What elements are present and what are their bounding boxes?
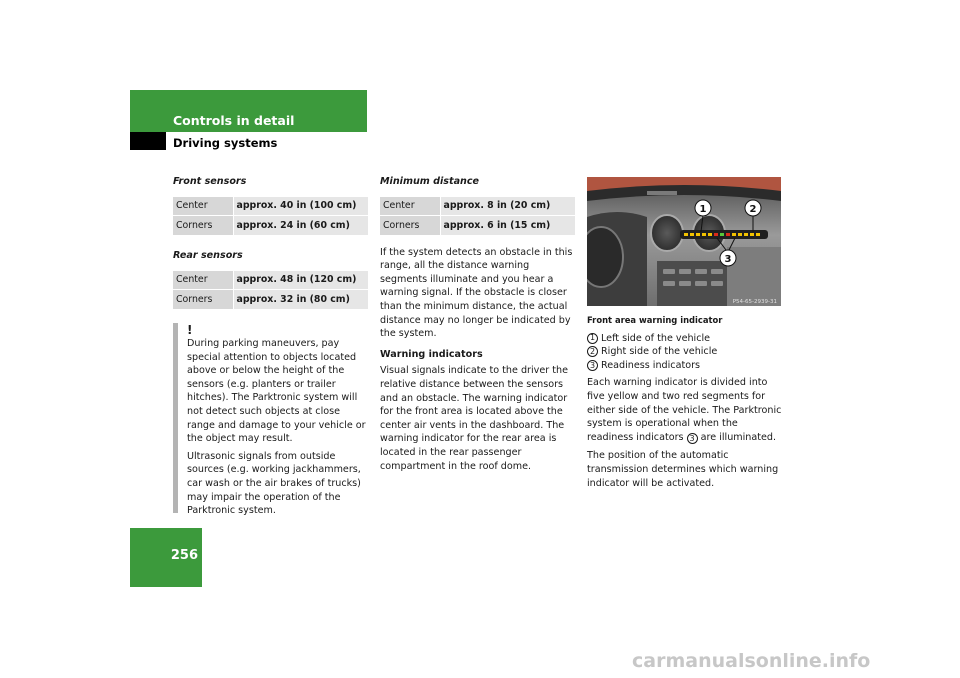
page-number: 256 xyxy=(170,548,198,563)
minimum-distance-body: If the system detects an obstacle in thi… xyxy=(380,246,573,340)
table-cell-value: approx. 40 in (100 cm) xyxy=(233,196,368,216)
table-cell-label: Center xyxy=(173,270,234,290)
subsection-title: Driving systems xyxy=(173,136,278,150)
legend-text: Readiness indicators xyxy=(601,359,701,371)
table-row: Center approx. 8 in (20 cm) xyxy=(380,196,575,216)
text-run: Each warning indicator is divided into f… xyxy=(587,377,782,443)
note-paragraph: During parking maneuvers, pay special at… xyxy=(187,338,366,445)
table-cell-value: approx. 8 in (20 cm) xyxy=(440,196,575,216)
svg-text:3: 3 xyxy=(725,254,732,265)
number-badge: 2 xyxy=(587,346,598,358)
table-cell-value: approx. 6 in (15 cm) xyxy=(440,215,575,235)
rear-sensors-heading: Rear sensors xyxy=(173,250,243,261)
front-sensors-table: Center approx. 40 in (100 cm) Corners ap… xyxy=(173,196,368,235)
photo-code: P54-65-2939-31 xyxy=(733,299,777,305)
table-cell-label: Corners xyxy=(173,289,234,309)
front-sensors-block: Front sensors Center approx. 40 in (100 … xyxy=(173,175,368,235)
warning-indicators-body: Visual signals indicate to the driver th… xyxy=(380,365,568,472)
table-row: Center approx. 40 in (100 cm) xyxy=(173,196,368,216)
warning-icon: ! xyxy=(187,323,193,337)
minimum-distance-table: Center approx. 8 in (20 cm) Corners appr… xyxy=(380,196,575,235)
number-badge: 1 xyxy=(587,332,598,344)
note-paragraph: Ultrasonic signals from outside sources … xyxy=(187,450,361,517)
rear-sensors-block: Rear sensors Center approx. 48 in (120 c… xyxy=(173,249,368,309)
table-row: Center approx. 48 in (120 cm) xyxy=(173,270,368,290)
legend-text: Right side of the vehicle xyxy=(601,346,718,358)
page-number-box: 256 xyxy=(130,528,202,587)
callout-3: 3 xyxy=(719,249,737,267)
section-header-bar: Controls in detail xyxy=(130,90,367,132)
svg-text:2: 2 xyxy=(750,204,757,215)
table-cell-label: Corners xyxy=(380,215,441,235)
figure-caption: Front area warning indicator xyxy=(587,315,723,325)
text-run: are illuminated. xyxy=(700,431,777,443)
minimum-distance-block: Minimum distance Center approx. 8 in (20… xyxy=(380,175,575,473)
indicator-description: Each warning indicator is divided into f… xyxy=(587,376,787,445)
table-row: Corners approx. 24 in (60 cm) xyxy=(173,215,368,235)
watermark: carmanualsonline.info xyxy=(632,650,871,672)
number-badge: 3 xyxy=(587,360,598,372)
callout-2: 2 xyxy=(744,199,762,217)
warning-note: ! During parking maneuvers, pay special … xyxy=(173,323,368,516)
svg-text:1: 1 xyxy=(700,204,707,215)
table-cell-value: approx. 24 in (60 cm) xyxy=(233,215,368,235)
front-sensors-heading: Front sensors xyxy=(173,176,247,187)
dashboard-photo: 1 2 3 P54-65-2939-31 xyxy=(587,177,781,306)
table-row: Corners approx. 32 in (80 cm) xyxy=(173,289,368,309)
transmission-note: The position of the automatic transmissi… xyxy=(587,450,779,489)
list-item: 3 Readiness indicators xyxy=(587,359,787,373)
warning-indicators-heading: Warning indicators xyxy=(380,348,483,360)
rear-sensors-table: Center approx. 48 in (120 cm) Corners ap… xyxy=(173,270,368,309)
figure-legend: 1 Left side of the vehicle 2 Right side … xyxy=(587,332,787,373)
note-text: ! During parking maneuvers, pay special … xyxy=(187,323,369,522)
number-badge: 3 xyxy=(686,433,698,445)
minimum-distance-heading: Minimum distance xyxy=(380,176,480,187)
table-row: Corners approx. 6 in (15 cm) xyxy=(380,215,575,235)
table-cell-value: approx. 48 in (120 cm) xyxy=(233,270,368,290)
callout-1: 1 xyxy=(694,199,712,217)
table-cell-label: Center xyxy=(173,196,234,216)
note-bar xyxy=(173,323,178,513)
list-item: 1 Left side of the vehicle xyxy=(587,332,787,346)
figure-legend-block: Front area warning indicator 1 Left side… xyxy=(587,314,787,490)
legend-text: Left side of the vehicle xyxy=(601,332,711,344)
section-title: Controls in detail xyxy=(173,113,295,128)
table-cell-label: Center xyxy=(380,196,441,216)
table-cell-value: approx. 32 in (80 cm) xyxy=(233,289,368,309)
table-cell-label: Corners xyxy=(173,215,234,235)
list-item: 2 Right side of the vehicle xyxy=(587,345,787,359)
subsection-marker xyxy=(130,132,166,150)
